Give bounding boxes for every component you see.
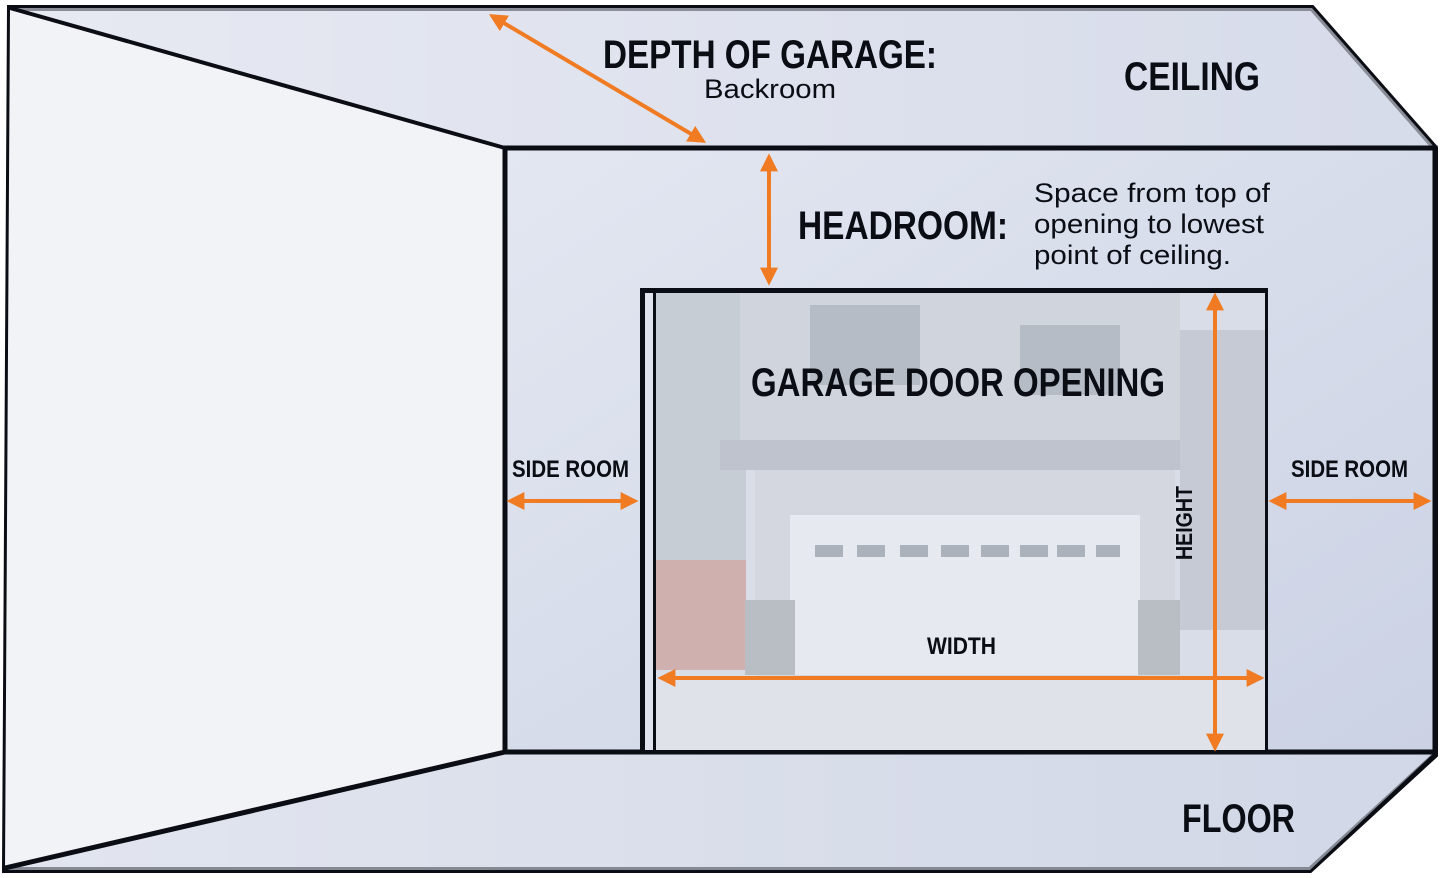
side-room-left-label: SIDE ROOM bbox=[512, 456, 629, 483]
ceiling-edge bbox=[9, 6, 506, 150]
ceiling-label: CEILING bbox=[1124, 55, 1260, 99]
headroom-label: HEADROOM: bbox=[798, 204, 1008, 248]
depth-subtitle: Backroom bbox=[704, 74, 836, 104]
depth-arrow bbox=[488, 14, 707, 143]
width-label: WIDTH bbox=[927, 633, 996, 660]
floor-plane bbox=[5, 752, 1435, 870]
floor-label: FLOOR bbox=[1182, 797, 1295, 841]
left-wall bbox=[5, 8, 505, 868]
height-label: HEIGHT bbox=[1171, 486, 1197, 560]
headroom-description-line-2: opening to lowest bbox=[1034, 209, 1265, 239]
depth-title: DEPTH OF GARAGE: bbox=[603, 33, 937, 77]
headroom-description-line-1: Space from top of bbox=[1034, 178, 1271, 208]
house-photo bbox=[656, 293, 1265, 750]
opening-label: GARAGE DOOR OPENING bbox=[751, 361, 1165, 405]
headroom-description-line-3: point of ceiling. bbox=[1034, 240, 1231, 270]
side-room-right-label: SIDE ROOM bbox=[1291, 456, 1408, 483]
floor-edge bbox=[4, 749, 506, 871]
ceiling-plane bbox=[10, 8, 1435, 148]
